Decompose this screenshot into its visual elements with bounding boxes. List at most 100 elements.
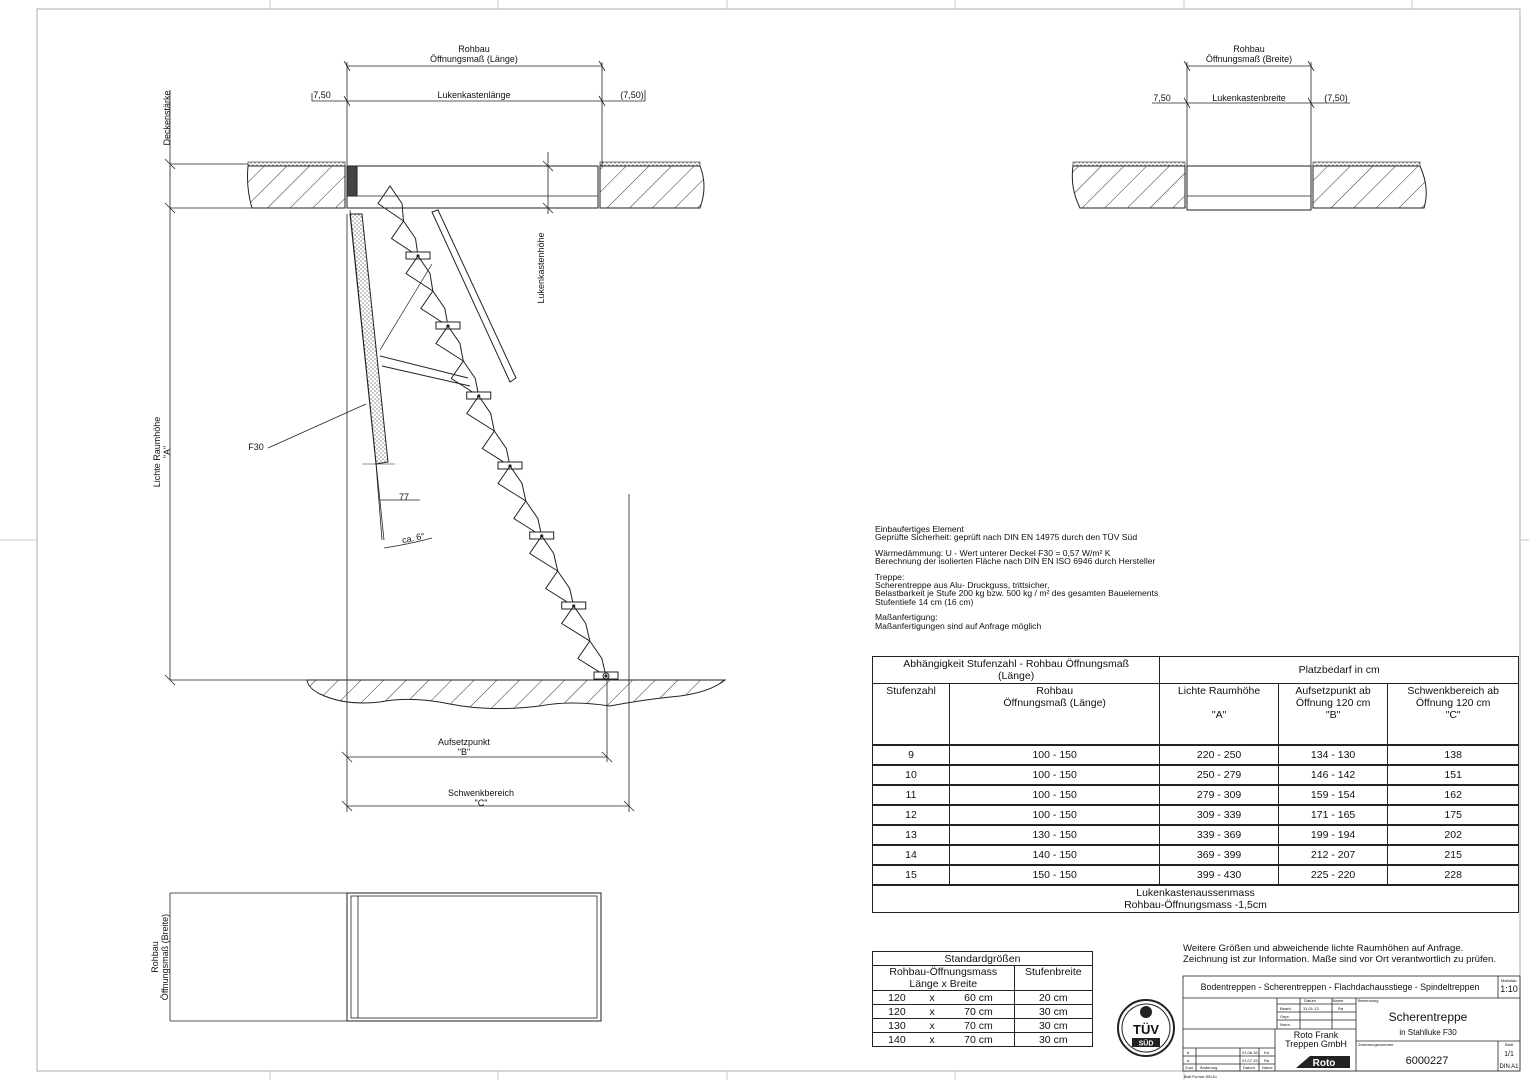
note-custom: Maßanfertigung: Maßanfertigungen sind au… bbox=[875, 612, 1042, 631]
stair-link bbox=[420, 290, 449, 328]
tb-hdr-benennung: Benennung bbox=[1358, 998, 1378, 1003]
table-cell: 11 bbox=[872, 784, 950, 806]
f30-label: F30 bbox=[248, 442, 264, 452]
table-cell: 279 - 309 bbox=[1159, 784, 1279, 806]
tb-format: DIN A1 bbox=[1499, 1064, 1519, 1070]
front-dim-left-label: 7,50 bbox=[1153, 93, 1171, 103]
stair-link bbox=[466, 395, 496, 433]
stair-link bbox=[450, 360, 480, 398]
tb-rev-b-name: Ra bbox=[1264, 1058, 1270, 1063]
deckenstaerke-label: Deckenstärke bbox=[162, 90, 172, 145]
tb-gepr: Gepr. bbox=[1280, 1014, 1290, 1019]
table-cell: 130 - 150 bbox=[948, 824, 1161, 846]
std-cell: 140 bbox=[871, 1032, 921, 1047]
std-cell: x bbox=[920, 990, 944, 1005]
table-cell: 14 bbox=[872, 844, 950, 866]
tb-norm: Norm bbox=[1280, 1022, 1290, 1027]
table-cell: 225 - 220 bbox=[1277, 864, 1389, 886]
tb-company-2: Treppen GmbH bbox=[1285, 1039, 1347, 1049]
std-cell: 130 bbox=[871, 1018, 921, 1033]
std-cell: x bbox=[920, 1004, 944, 1019]
lid-f30 bbox=[267, 209, 433, 549]
std-cell: 70 cm bbox=[943, 1018, 1015, 1033]
table-cell: 146 - 142 bbox=[1277, 764, 1389, 786]
standard-sizes-table: Standardgrößen Rohbau-Öffnungsmass Länge… bbox=[871, 951, 1094, 1047]
tb-sheet-label: Blatt bbox=[1505, 1042, 1514, 1047]
floor-section bbox=[306, 679, 727, 710]
angle-label: ca. 6° bbox=[401, 531, 426, 546]
table-cell: 100 - 150 bbox=[948, 744, 1161, 766]
stair-link bbox=[377, 185, 405, 223]
tb-drawing-no-label: Zeichnungsnummer bbox=[1358, 1042, 1394, 1047]
col-lichte-raumhoehe: Lichte Raumhöhe "A" bbox=[1159, 683, 1279, 746]
lukenkastenhoehe-label: Lukenkastenhöhe bbox=[536, 232, 546, 303]
tb-bearb: Bearb. bbox=[1280, 1006, 1292, 1011]
lukenkastenlaenge-label: Lukenkastenlänge bbox=[437, 90, 510, 100]
tb-scale: 1:10 bbox=[1500, 984, 1518, 994]
front-section bbox=[1071, 60, 1427, 211]
tb-hdr-name: Name bbox=[1333, 998, 1344, 1003]
step-table-head-left: Abhängigkeit Stufenzahl - Rohbau Öffnung… bbox=[871, 656, 1161, 684]
tb-drawing-no: 6000227 bbox=[1406, 1055, 1449, 1067]
tb-bearb-name: Ra bbox=[1338, 1006, 1344, 1011]
table-cell: 13 bbox=[872, 824, 950, 846]
stair-link bbox=[405, 255, 434, 293]
tb-rev-a-name: Ka bbox=[1264, 1050, 1270, 1055]
lichte-raumhoehe-code: "A" bbox=[162, 446, 172, 458]
lichte-raumhoehe-label: Lichte Raumhöhe bbox=[152, 417, 162, 488]
table-cell: 9 bbox=[872, 744, 950, 766]
col-rohbau: Rohbau Öffnungsmaß (Länge) bbox=[948, 683, 1161, 746]
table-cell: 212 - 207 bbox=[1277, 844, 1389, 866]
table-cell: 162 bbox=[1387, 784, 1519, 806]
table-cell: 175 bbox=[1387, 804, 1519, 826]
std-col-rohbau: Rohbau-Öffnungsmass Länge x Breite bbox=[872, 965, 1015, 991]
tb-scale-label: Maßstab bbox=[1501, 978, 1517, 983]
table-cell: 134 - 130 bbox=[1277, 744, 1389, 766]
lukenkastenbreite-label: Lukenkastenbreite bbox=[1212, 93, 1286, 103]
rohbau-laenge-label-2: Öffnungsmaß (Länge) bbox=[430, 54, 518, 64]
std-cell: 20 cm bbox=[1013, 990, 1094, 1005]
floor-dimensions bbox=[341, 751, 635, 812]
std-cell: 30 cm bbox=[1013, 1004, 1094, 1019]
ceiling-section-left bbox=[170, 161, 705, 681]
table-cell: 202 bbox=[1387, 824, 1519, 846]
tb-hdr-datum: Datum bbox=[1304, 998, 1316, 1003]
dim-77-label: 77 bbox=[399, 492, 409, 502]
notes: Einbaufertiges Element Geprüfte Sicherhe… bbox=[875, 525, 1205, 637]
note-element: Einbaufertiges Element Geprüfte Sicherhe… bbox=[875, 524, 1138, 543]
dimensions-top-left bbox=[164, 60, 646, 686]
table-cell: 228 bbox=[1387, 864, 1519, 886]
tb-name: Name bbox=[1262, 1065, 1273, 1070]
stair-link bbox=[390, 220, 419, 258]
stair-link bbox=[561, 605, 591, 643]
std-cell: 70 cm bbox=[943, 1004, 1015, 1019]
scissor-stair bbox=[377, 185, 619, 680]
std-cell: 30 cm bbox=[1013, 1018, 1094, 1033]
stair-link bbox=[577, 640, 607, 678]
stair-link bbox=[481, 430, 511, 468]
tb-format-note: Blatt Format: DIN A1 bbox=[1184, 1075, 1217, 1079]
front-dim-right-label: (7,50) bbox=[1324, 93, 1348, 103]
std-title: Standardgrößen bbox=[872, 951, 1093, 966]
tuv-logo: TÜV SÜD bbox=[1117, 999, 1175, 1057]
col-schwenkbereich: Schwenkbereich ab Öffnung 120 cm "C" bbox=[1387, 683, 1519, 746]
table-cell: 150 - 150 bbox=[948, 864, 1161, 886]
roto-logo: Roto bbox=[1296, 1056, 1350, 1069]
tb-rev-a: b bbox=[1187, 1050, 1190, 1055]
dim-right-label: (7,50) bbox=[620, 90, 644, 100]
table-cell: 100 - 150 bbox=[948, 764, 1161, 786]
title-block bbox=[1182, 975, 1521, 1072]
std-cell: 120 bbox=[871, 1004, 921, 1019]
table-cell: 309 - 339 bbox=[1159, 804, 1279, 826]
std-cell: 120 bbox=[871, 990, 921, 1005]
std-cell: 60 cm bbox=[943, 990, 1015, 1005]
step-table: Abhängigkeit Stufenzahl - Rohbau Öffnung… bbox=[871, 656, 1519, 913]
